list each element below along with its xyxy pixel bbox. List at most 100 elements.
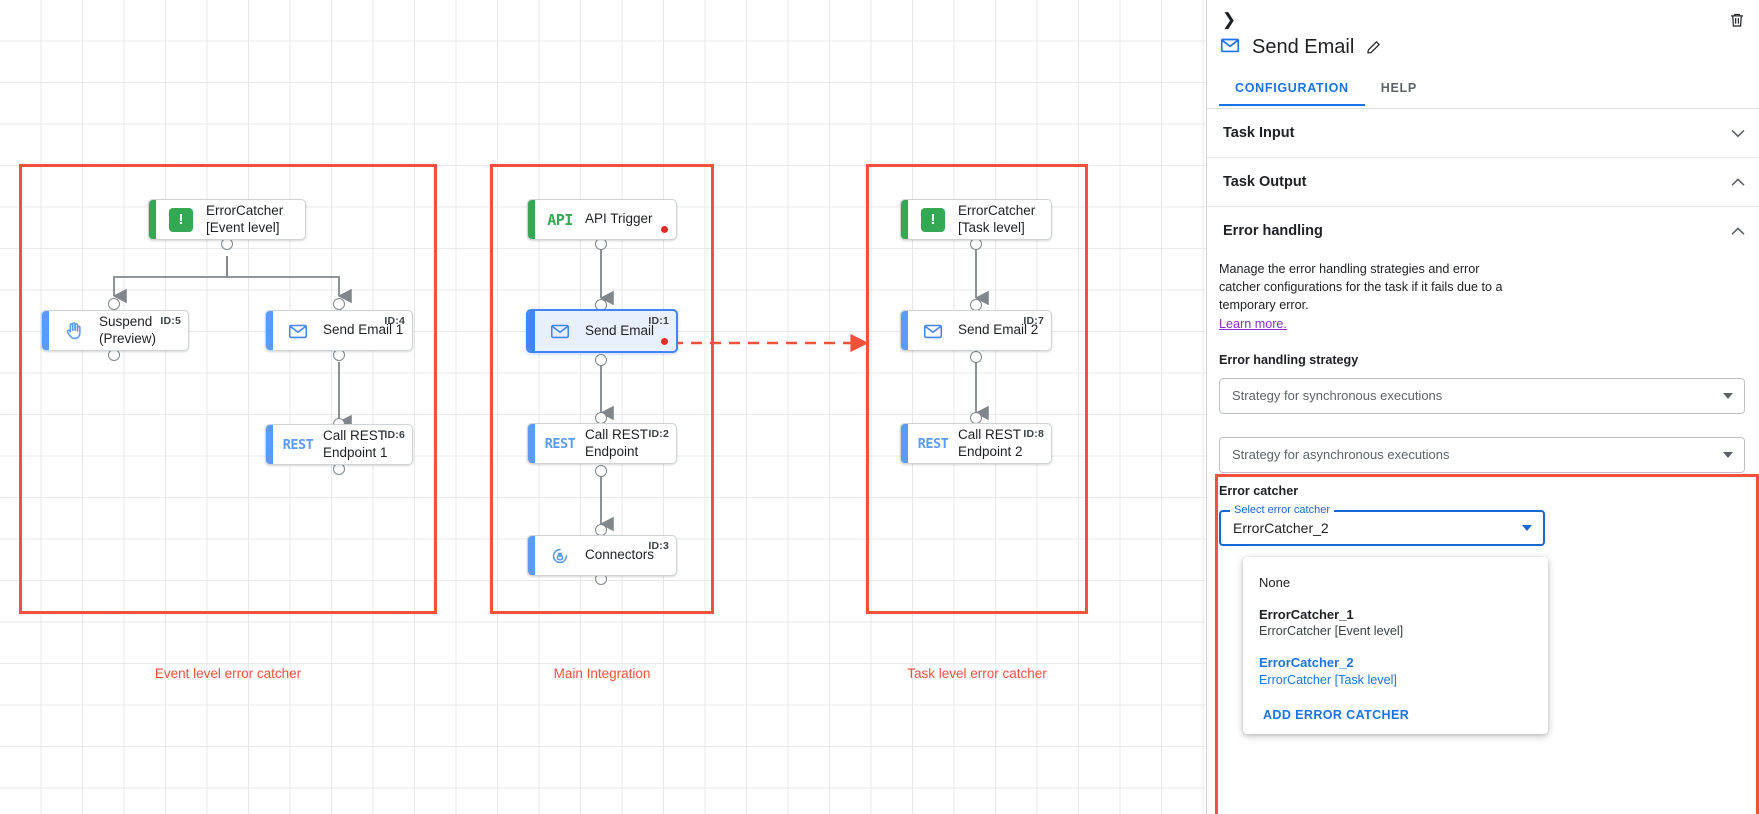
node-title: Call REST Endpoint 1: [323, 428, 388, 460]
error-catcher-icon: !: [914, 207, 952, 232]
node-errorcatcher-task-level[interactable]: ! ErrorCatcher [Task level]: [900, 199, 1052, 240]
node-id-tag: ID:8: [1023, 428, 1044, 440]
chevron-down-icon: [1723, 451, 1733, 458]
add-error-catcher-button[interactable]: ADD ERROR CATCHER: [1263, 707, 1410, 722]
error-catcher-dropdown-menu[interactable]: None ErrorCatcher_1 ErrorCatcher [Event …: [1243, 557, 1548, 734]
node-title: Send Email: [585, 322, 655, 338]
edit-pencil-icon[interactable]: [1365, 39, 1383, 57]
section-task-input[interactable]: Task Input: [1207, 109, 1759, 158]
tab-help[interactable]: HELP: [1380, 81, 1417, 95]
option-detail: ErrorCatcher [Event level]: [1259, 624, 1404, 639]
node-send-email-1[interactable]: Send Email 1 ID:4: [265, 310, 413, 351]
node-call-rest-endpoint[interactable]: REST Call REST Endpoint ID:2: [527, 423, 677, 464]
node-title: Call REST Endpoint 2: [958, 427, 1023, 459]
chevron-down-icon: [1522, 525, 1532, 531]
suspend-hand-icon: [55, 320, 93, 342]
sync-strategy-value: Strategy for synchronous executions: [1232, 388, 1443, 404]
node-id-tag: ID:4: [384, 315, 405, 327]
node-send-email[interactable]: Send Email ID:1: [526, 309, 678, 353]
group-label-event-level: Event level error catcher: [154, 666, 302, 681]
email-icon: [279, 320, 317, 342]
rest-icon: REST: [914, 436, 952, 452]
delete-task-trash-icon[interactable]: [1723, 6, 1751, 34]
node-id-tag: ID:2: [648, 428, 669, 440]
section-task-output[interactable]: Task Output: [1207, 158, 1759, 207]
rest-icon: REST: [279, 437, 317, 453]
node-accent: [528, 536, 535, 575]
api-icon: API: [541, 211, 579, 229]
rest-icon-label: REST: [544, 435, 576, 452]
error-handling-body: Manage the error handling strategies and…: [1207, 261, 1759, 473]
error-catcher-icon: !: [162, 207, 200, 232]
port-sendemail-out[interactable]: [595, 354, 607, 366]
node-title: ErrorCatcher [Event level]: [206, 203, 284, 235]
async-strategy-value: Strategy for asynchronous executions: [1232, 447, 1450, 463]
async-strategy-select[interactable]: Strategy for asynchronous executions: [1219, 436, 1745, 473]
node-accent: [266, 311, 273, 350]
rest-icon-label: REST: [282, 436, 314, 453]
node-api-trigger[interactable]: API API Trigger: [527, 199, 677, 240]
workflow-canvas[interactable]: Event level error catcher Main Integrati…: [0, 0, 1207, 814]
node-accent: [528, 311, 535, 351]
node-id-tag: ID:5: [160, 315, 181, 327]
panel-header: ❯ Send Email: [1207, 0, 1759, 78]
node-accent: [901, 311, 908, 350]
node-suspend-preview[interactable]: Suspend (Preview) ID:5: [41, 310, 189, 351]
option-detail: ErrorCatcher [Task level]: [1259, 672, 1397, 687]
group-label-task-level: Task level error catcher: [907, 666, 1047, 681]
node-accent: [528, 200, 535, 239]
email-icon: [541, 320, 579, 342]
node-accent: [42, 311, 49, 350]
task-title-row: Send Email: [1219, 34, 1383, 61]
node-call-rest-endpoint-2[interactable]: REST Call REST Endpoint 2 ID:8: [900, 423, 1052, 464]
node-id-tag: ID:7: [1023, 315, 1044, 327]
node-title: API Trigger: [585, 211, 653, 227]
node-errorcatcher-event-level[interactable]: ! ErrorCatcher [Event level]: [148, 199, 306, 240]
canvas-panel-divider: [1206, 0, 1207, 814]
group-box-task-level: [866, 164, 1088, 614]
error-catcher-group: Error catcher Select error catcher Error…: [1219, 484, 1755, 734]
node-call-rest-endpoint-1[interactable]: REST Call REST Endpoint 1 ID:6: [265, 424, 413, 465]
dropdown-option-none[interactable]: None: [1243, 567, 1548, 599]
email-icon: [1219, 34, 1241, 61]
node-send-email-2[interactable]: Send Email 2 ID:7: [900, 310, 1052, 351]
port-callrest-out[interactable]: [595, 465, 607, 477]
section-title: Error handling: [1223, 223, 1323, 239]
chevron-down-icon[interactable]: [1731, 126, 1745, 141]
dropdown-option-errorcatcher-2[interactable]: ErrorCatcher_2 ErrorCatcher [Task level]: [1243, 647, 1548, 696]
section-title: Task Output: [1223, 174, 1307, 190]
group-label-main-integration: Main Integration: [553, 666, 651, 681]
node-title: Call REST Endpoint: [585, 427, 649, 459]
node-accent: [901, 424, 908, 463]
api-icon-label: API: [547, 210, 573, 229]
chevron-up-icon[interactable]: [1731, 224, 1745, 239]
port-sendemail1-in[interactable]: [333, 298, 345, 310]
node-title: Suspend (Preview): [99, 314, 157, 346]
option-name: None: [1259, 575, 1291, 590]
section-title: Task Input: [1223, 125, 1295, 141]
group-box-main-integration: [490, 164, 714, 614]
section-error-handling[interactable]: Error handling: [1207, 207, 1759, 255]
node-id-tag: ID:6: [384, 429, 405, 441]
option-name: ErrorCatcher_2: [1259, 655, 1354, 671]
rest-icon: REST: [541, 436, 579, 452]
port-suspend-in[interactable]: [108, 298, 120, 310]
select-error-catcher-value: ErrorCatcher_2: [1233, 520, 1329, 536]
dropdown-option-errorcatcher-1[interactable]: ErrorCatcher_1 ErrorCatcher [Event level…: [1243, 599, 1548, 648]
node-accent: [149, 200, 156, 239]
select-error-catcher-legend: Select error catcher: [1230, 504, 1334, 516]
select-error-catcher-field[interactable]: Select error catcher ErrorCatcher_2: [1219, 504, 1545, 546]
port-sendemail2-out[interactable]: [970, 351, 982, 363]
chevron-up-icon[interactable]: [1731, 175, 1745, 190]
sync-strategy-select[interactable]: Strategy for synchronous executions: [1219, 377, 1745, 414]
collapse-panel-chevron-icon[interactable]: ❯: [1221, 10, 1237, 29]
rest-icon-label: REST: [917, 435, 949, 452]
learn-more-link[interactable]: Learn more.: [1219, 316, 1287, 331]
node-error-dot: [661, 226, 668, 233]
email-icon: [914, 320, 952, 342]
tab-configuration[interactable]: CONFIGURATION: [1219, 78, 1365, 106]
task-config-panel: ❯ Send Email: [1207, 0, 1759, 814]
panel-tabs: CONFIGURATION HELP: [1207, 78, 1759, 109]
node-connectors[interactable]: Connectors ID:3: [527, 535, 677, 576]
